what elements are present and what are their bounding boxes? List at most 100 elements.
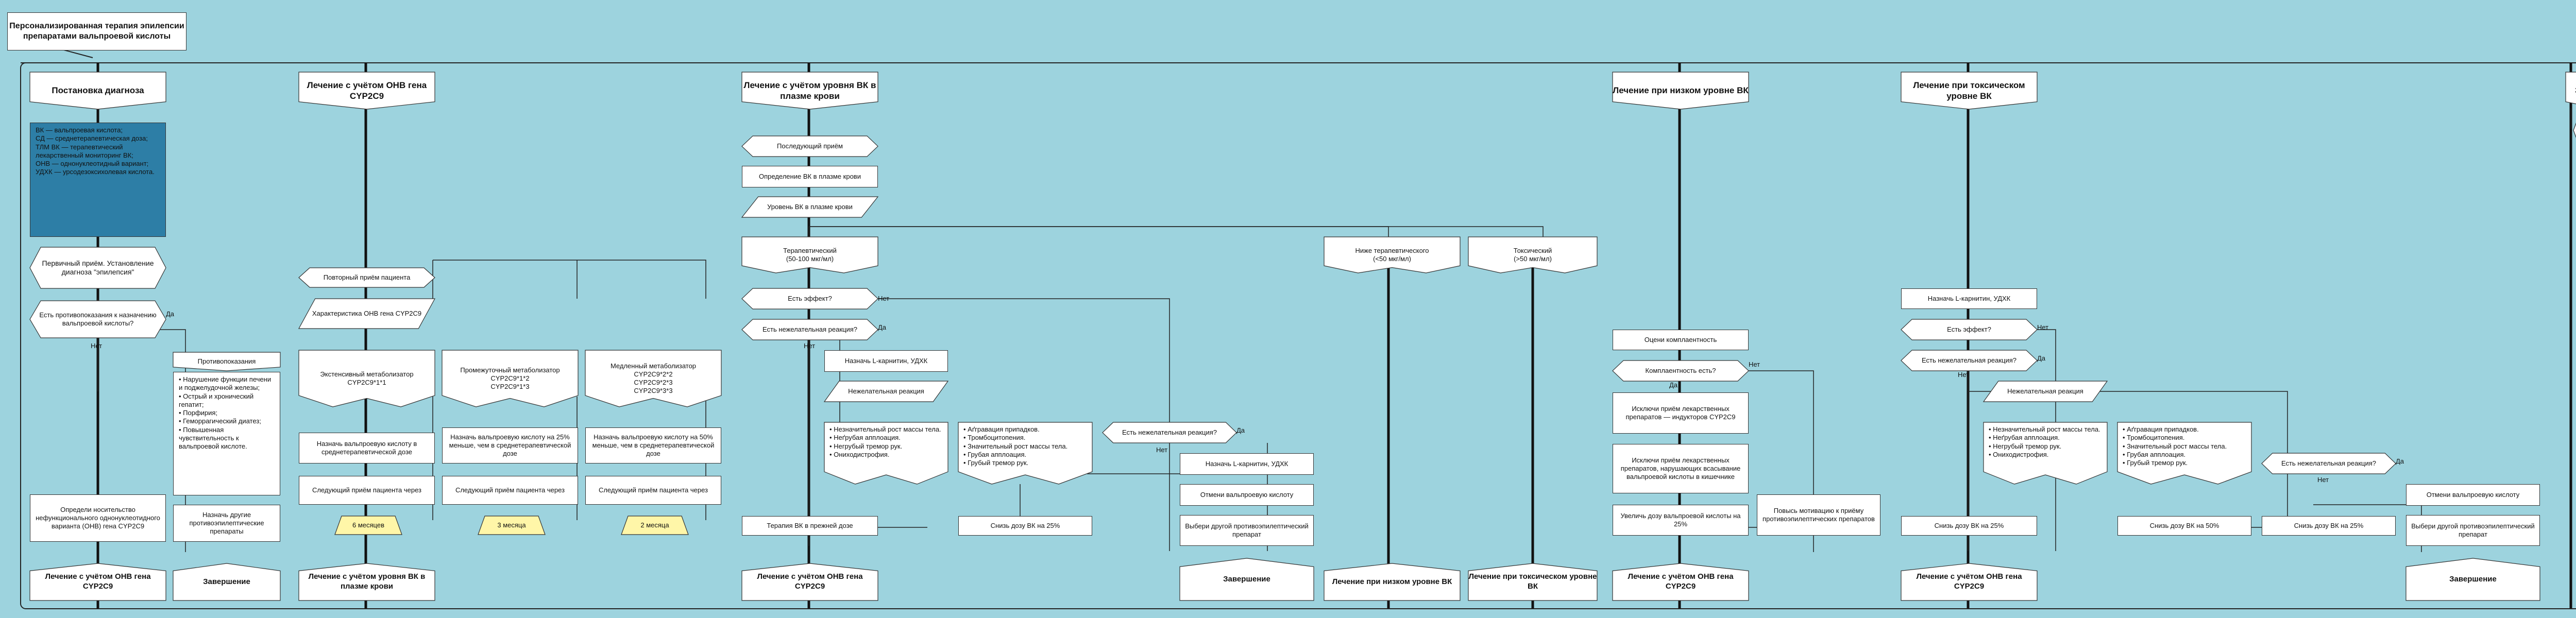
contra-question: Есть противопоказания к назначению вальп… — [30, 301, 166, 338]
det-carrier-label: Определи носительство нефункционального … — [36, 505, 160, 530]
next-visit-slow-label: Следующий приём пациента через — [598, 486, 708, 494]
offpage-low-a-label: Лечение при низком уровне ВК — [1332, 577, 1452, 586]
adverse-question-3: Есть нежелательная реакция? — [1901, 350, 2037, 371]
other-drug-2-label: Выбери другой противоэпилептический преп… — [2411, 522, 2535, 538]
next-visit-ext: Следующий приём пациента через — [299, 476, 435, 505]
adverse-reaction-label: Нежелательная реакция — [848, 387, 924, 395]
offpage-cyp-d: Лечение с учётом ОНВ гена CYP2C9 — [1901, 563, 2037, 600]
lane-toxic-vk-label: Лечение при токсическом уровне ВК — [1913, 80, 2025, 101]
carnitine-2: Назначь L-карнитин, УДХК — [1180, 453, 1314, 475]
yes-label: Да — [2396, 457, 2404, 465]
minor-list: • Незначительный рост массы тела. • Неґр… — [824, 422, 948, 484]
reduce-25c-label: Снизь дозу ВК на 25% — [2294, 521, 2364, 529]
major-list-2: • Аґгравация припадков. • Тромбоцитопени… — [2117, 422, 2251, 484]
first-visit: Первичный приём. Установление диагноза "… — [30, 247, 166, 288]
last-dose-label: Последующий приём — [777, 142, 843, 150]
reduce-25b: Снизь дозу ВК на 25% — [1901, 516, 2037, 536]
months-6: 6 месяцев — [335, 516, 402, 535]
months-3-label: 3 месяца — [497, 521, 526, 529]
lane-toxic-vk: Лечение при токсическом уровне ВК — [1901, 72, 2037, 109]
raise-25-label: Увеличь дозу вальпроевой кислоты на 25% — [1620, 511, 1741, 528]
next-visit-slow: Следующий приём пациента через — [585, 476, 721, 505]
adverse-question-label: Есть нежелательная реакция? — [762, 325, 858, 333]
connector — [61, 49, 93, 58]
yes-label: Да — [2037, 354, 2046, 362]
no-label: Нет — [91, 342, 103, 350]
offpage-end-a: Завершение — [173, 563, 280, 600]
cancel-vk: Отмени вальпроевую кислоту — [1180, 484, 1314, 506]
legend-box-label: ВК — вальпроевая кислота; СД — среднетер… — [36, 126, 155, 176]
effect-question-2: Есть эффект? — [1901, 319, 2037, 340]
major-list-label: • Аґгравация припадков. • Тромбоцитопени… — [963, 425, 1068, 467]
adverse-reaction-2-label: Нежелательная реакция — [2007, 387, 2083, 395]
carnitine: Назначь L-карнитин, УДХК — [824, 350, 948, 372]
contra-title: Противопоказания — [173, 352, 280, 371]
det-vk-label: Определение ВК в плазме крови — [759, 172, 861, 180]
cancel-vk-label: Отмени вальпроевую кислоту — [1200, 490, 1294, 499]
carnitine-label: Назначь L-карнитин, УДХК — [844, 356, 928, 365]
dose-slow: Назначь вальпроевую кислоту на 50% меньш… — [585, 427, 721, 464]
offpage-cyp-b: Лечение с учётом ОНВ гена CYP2C9 — [742, 563, 878, 600]
lane-diagnosis: Постановка диагноза — [30, 72, 166, 109]
reduce-25b-label: Снизь дозу ВК на 25% — [1934, 521, 2004, 529]
yes-label: Да — [1236, 426, 1245, 434]
offpage-cyp-b-label: Лечение с учётом ОНВ гена CYP2C9 — [757, 572, 863, 591]
lane-vk-level: Лечение с учётом уровня ВК в плазме кров… — [742, 72, 878, 109]
reduce-25-label: Снизь дозу ВК на 25% — [990, 521, 1060, 529]
motivate-label: Повысь мотивацию к приёму противоэпилепт… — [1762, 506, 1875, 523]
motivate: Повысь мотивацию к приёму противоэпилепт… — [1757, 494, 1880, 536]
ther-range: Терапевтический (50-100 мкг/мл) — [742, 237, 878, 273]
offpage-cyp-a-label: Лечение с учётом ОНВ гена CYP2C9 — [45, 572, 151, 591]
toxic-range: Токсический (>50 мкг/мл) — [1468, 237, 1597, 273]
ext-metabolizer-label: Экстенсивный метаболизатор CYP2C9*1*1 — [320, 370, 414, 386]
exclude-inducers: Исключи приём лекарственных препаратов —… — [1613, 392, 1749, 434]
offpage-end-c: Завершение — [2406, 558, 2540, 600]
dose-int: Назначь вальпроевую кислоту на 25% меньш… — [442, 427, 578, 464]
no-label: Нет — [2317, 476, 2329, 484]
next-visit-ext-label: Следующий приём пациента через — [312, 486, 422, 494]
offpage-tox-a-label: Лечение при токсическом уровне ВК — [1468, 572, 1597, 591]
slow-metabolizer-label: Медленный метаболизатор CYP2C9*2*2 CYP2C… — [610, 362, 697, 395]
same-dose-label: Терапия ВК в прежней дозе — [767, 521, 853, 529]
end-terminator: Конец — [2573, 122, 2576, 139]
dose-slow-label: Назначь вальпроевую кислоту на 50% меньш… — [592, 433, 715, 458]
offpage-vk-a-label: Лечение с учётом уровня ВК в плазме кров… — [308, 572, 426, 591]
adverse-question-2: Есть нежелательная реакция? — [1103, 422, 1236, 443]
connector — [809, 298, 1170, 551]
contra-list: • Нарушение функции печени и поджелудочн… — [173, 372, 280, 495]
slow-metabolizer: Медленный метаболизатор CYP2C9*2*2 CYP2C… — [585, 350, 721, 407]
other-drug-2: Выбери другой противоэпилептический преп… — [2406, 515, 2540, 546]
offpage-cyp-c-label: Лечение с учётом ОНВ гена CYP2C9 — [1628, 572, 1734, 591]
minor-list-label: • Незначительный рост массы тела. • Неґр… — [829, 425, 941, 458]
effect-question-label: Есть эффект? — [788, 294, 832, 302]
adverse-reaction: Нежелательная реакция — [824, 381, 948, 402]
other-drug: Выбери другой противоэпилептический преп… — [1180, 515, 1314, 546]
page-title-label: Персонализированная терапия эпилепсии пр… — [9, 22, 184, 41]
exclude-absorption-label: Исключи приём лекарственных препаратов, … — [1620, 456, 1741, 481]
dose-int-label: Назначь вальпроевую кислоту на 25% меньш… — [449, 433, 571, 458]
offpage-end-c-label: Завершение — [2449, 574, 2497, 583]
adverse-question-2-label: Есть нежелательная реакция? — [1122, 428, 1217, 436]
carnitine-2-label: Назначь L-карнитин, УДХК — [1205, 459, 1289, 468]
offpage-tox-a: Лечение при токсическом уровне ВК — [1468, 563, 1597, 600]
no-label: Нет — [2037, 323, 2049, 331]
months-3: 3 месяца — [478, 516, 545, 535]
effect-question: Есть эффект? — [742, 288, 878, 309]
no-label: Нет — [878, 295, 890, 302]
vk-level: Уровень ВК в плазме крови — [742, 197, 878, 217]
offpage-cyp-a: Лечение с учётом ОНВ гена CYP2C9 — [30, 563, 166, 600]
ext-metabolizer: Экстенсивный метаболизатор CYP2C9*1*1 — [299, 350, 435, 407]
exclude-inducers-label: Исключи приём лекарственных препаратов —… — [1625, 404, 1736, 421]
offpage-cyp-c: Лечение с учётом ОНВ гена CYP2C9 — [1613, 563, 1749, 600]
months-6-label: 6 месяцев — [352, 521, 384, 529]
minor-list-2: • Незначительный рост массы тела. • Неґр… — [1984, 422, 2107, 484]
months-2: 2 месяца — [621, 516, 688, 535]
adverse-question-3-label: Есть нежелательная реакция? — [1921, 356, 2017, 364]
compliance-question-label: Комплаентность есть? — [1645, 366, 1716, 374]
contra-title-label: Противопоказания — [197, 357, 256, 365]
reduce-25: Снизь дозу ВК на 25% — [958, 516, 1092, 536]
cyp-char: Характеристика ОНВ гена CYP2C9 — [299, 299, 435, 329]
reduce-50-label: Снизь дозу ВК на 50% — [2149, 521, 2219, 529]
effect-question-2-label: Есть эффект? — [1947, 325, 1991, 333]
tox-carnitine: Назначь L-карнитин, УДХК — [1901, 288, 2037, 309]
